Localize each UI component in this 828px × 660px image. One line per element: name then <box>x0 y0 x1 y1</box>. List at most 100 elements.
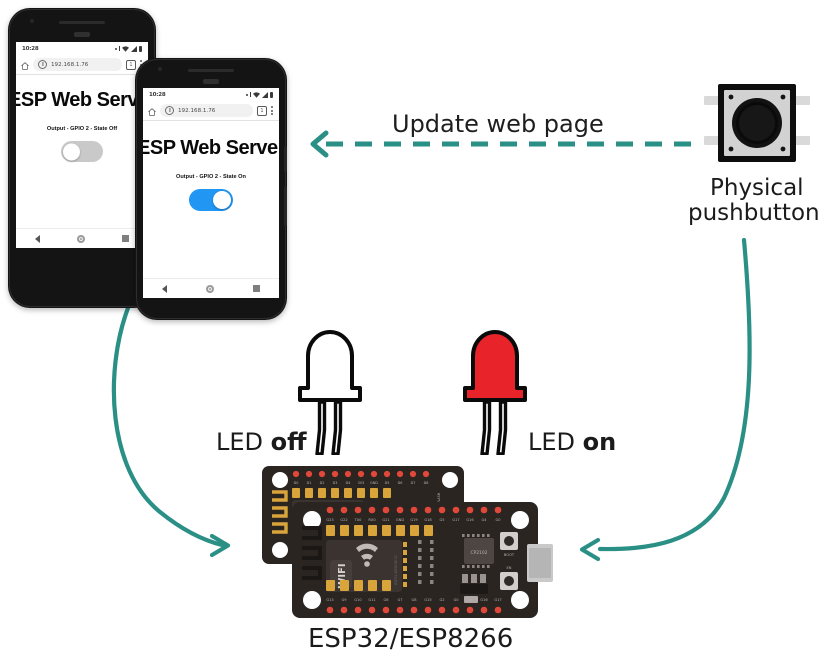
toggle-knob <box>63 143 80 160</box>
svg-text:G0: G0 <box>495 518 501 522</box>
output-state-label: Output - GPIO 2 - State Off <box>46 126 118 132</box>
front-camera-icon <box>158 67 162 71</box>
web-page-content: ESP Web Server Output - GPIO 2 - State O… <box>16 75 148 229</box>
tab-count-icon[interactable]: 1 <box>126 59 136 70</box>
svg-text:D2: D2 <box>320 481 325 485</box>
svg-text:G17: G17 <box>494 598 501 602</box>
phone-off-screen[interactable]: 10:28 192.168.1.76 1 <box>16 42 148 248</box>
svg-text:G2: G2 <box>439 598 444 602</box>
svg-text:G19: G19 <box>410 518 418 522</box>
svg-text:BOOT: BOOT <box>504 553 515 557</box>
info-circle-icon[interactable] <box>38 60 47 69</box>
svg-text:RX0: RX0 <box>368 518 376 522</box>
label-led-on: LED on <box>528 428 616 456</box>
svg-text:G13: G13 <box>326 598 333 602</box>
output-toggle-switch[interactable] <box>61 141 103 162</box>
svg-text:D5: D5 <box>385 481 390 485</box>
svg-text:GND: GND <box>370 481 378 485</box>
proximity-sensor <box>203 79 219 84</box>
earpiece-speaker <box>59 21 105 24</box>
page-title: ESP Web Server <box>143 137 279 159</box>
svg-text:TX0: TX0 <box>354 518 363 522</box>
svg-text:G4: G4 <box>467 598 473 602</box>
led-on-icon <box>463 330 527 455</box>
recents-square-icon[interactable] <box>122 235 130 242</box>
svg-text:WIFI: WIFI <box>337 563 348 588</box>
tactile-pushbutton-icon <box>704 84 810 162</box>
svg-text:FLASH: FLASH <box>437 492 441 503</box>
svg-text:G15: G15 <box>424 598 431 602</box>
label-led-on-prefix: LED <box>528 428 583 456</box>
phone-on[interactable]: 10:28 192.168.1.76 1 <box>135 58 287 320</box>
cellular-icon <box>262 91 268 98</box>
dashed-arrow-update <box>310 130 700 158</box>
svg-text:G17: G17 <box>452 518 459 522</box>
svg-text:G18: G18 <box>424 518 432 522</box>
label-physical-pushbutton-line1: Physical <box>710 175 804 201</box>
label-physical-pushbutton-line2: pushbutton <box>688 200 820 226</box>
svg-text:D7: D7 <box>411 481 416 485</box>
svg-text:G5: G5 <box>439 518 444 522</box>
info-circle-icon[interactable] <box>165 106 174 115</box>
phone-off[interactable]: 10:28 192.168.1.76 1 <box>8 8 156 308</box>
svg-text:G11: G11 <box>368 598 375 602</box>
web-page-content: ESP Web Server Output - GPIO 2 - State O… <box>143 121 279 281</box>
earpiece-speaker <box>188 69 234 72</box>
curved-arrow-button-to-board <box>579 237 752 562</box>
battery-icon <box>270 91 273 98</box>
svg-text:G16: G16 <box>466 518 474 522</box>
cellular-icon <box>131 45 137 52</box>
label-led-off: LED off <box>216 428 307 456</box>
back-triangle-icon[interactable] <box>34 234 40 243</box>
android-nav-bar[interactable] <box>16 228 148 248</box>
home-icon[interactable] <box>148 101 156 120</box>
svg-text:D6: D6 <box>398 481 403 485</box>
svg-text:G9: G9 <box>341 598 347 602</box>
url-text: 192.168.1.76 <box>51 61 89 68</box>
label-board-caption: ESP32/ESP8266 <box>308 624 514 654</box>
svg-text:D3: D3 <box>333 481 338 485</box>
output-state-label: Output - GPIO 2 - State On <box>176 174 246 180</box>
front-camera-icon <box>30 19 34 23</box>
overflow-menu-icon[interactable] <box>271 106 274 115</box>
svg-text:G22: G22 <box>340 518 347 522</box>
page-title: ESP Web Server <box>16 89 148 111</box>
svg-text:D1: D1 <box>307 481 312 485</box>
volume-button[interactable] <box>284 186 287 226</box>
svg-text:G23: G23 <box>326 518 333 522</box>
home-circle-icon[interactable] <box>76 234 85 243</box>
android-nav-bar[interactable] <box>143 278 279 298</box>
home-circle-icon[interactable] <box>205 284 214 293</box>
output-toggle-switch[interactable] <box>189 189 233 211</box>
power-button[interactable] <box>284 146 287 172</box>
label-led-off-prefix: LED <box>216 428 271 456</box>
proximity-sensor <box>74 32 90 37</box>
back-triangle-icon[interactable] <box>162 284 168 293</box>
home-icon[interactable] <box>21 55 29 74</box>
svg-text:G21: G21 <box>382 518 389 522</box>
url-pill[interactable]: 192.168.1.76 <box>160 104 253 117</box>
url-text: 192.168.1.76 <box>178 107 216 114</box>
label-update-web-page: Update web page <box>392 110 604 138</box>
svg-text:G4: G4 <box>481 518 487 522</box>
status-icons <box>114 45 142 52</box>
svg-text:EN: EN <box>507 566 512 570</box>
tab-count-icon[interactable]: 1 <box>257 105 267 116</box>
signal-bar-icon <box>118 46 120 51</box>
svg-text:GND: GND <box>396 518 404 522</box>
battery-icon <box>139 45 142 52</box>
svg-text:D4: D4 <box>346 481 351 485</box>
label-led-off-state: off <box>270 428 307 456</box>
phone-on-screen[interactable]: 10:28 192.168.1.76 1 <box>143 88 279 298</box>
browser-url-bar[interactable]: 192.168.1.76 1 <box>143 101 279 120</box>
status-time: 10:28 <box>149 91 166 98</box>
svg-text:ESP32-WROOM-32: ESP32-WROOM-32 <box>394 555 398 584</box>
recents-square-icon[interactable] <box>252 285 260 292</box>
dot-icon <box>114 47 117 50</box>
browser-url-bar[interactable]: 192.168.1.76 1 <box>16 55 148 74</box>
url-pill[interactable]: 192.168.1.76 <box>33 58 122 71</box>
led-off-icon <box>298 330 362 455</box>
svg-text:G8: G8 <box>411 598 417 602</box>
